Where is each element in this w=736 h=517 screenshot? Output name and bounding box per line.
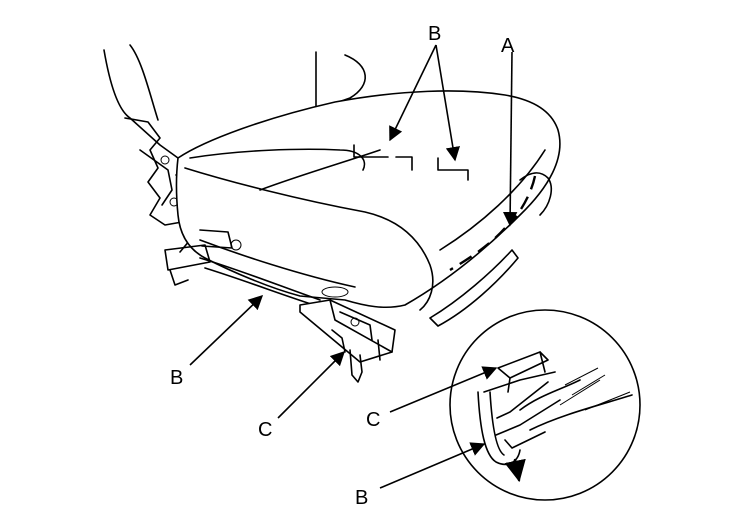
- seat-back: [103, 44, 366, 159]
- seat-cushion: [175, 90, 561, 311]
- label-c-detail: C: [366, 409, 380, 431]
- mounting-bracket: [299, 299, 396, 383]
- side-trim: [429, 172, 552, 327]
- leader-lines: [189, 44, 518, 489]
- seat-rail: [164, 229, 349, 311]
- label-b-top: B: [428, 23, 441, 45]
- label-b-left: B: [170, 367, 183, 389]
- clip-markers-top: [353, 144, 469, 181]
- detail-view: [449, 309, 641, 501]
- label-b-detail: B: [355, 487, 368, 509]
- label-c-left: C: [258, 419, 272, 441]
- label-a-top: A: [501, 35, 515, 57]
